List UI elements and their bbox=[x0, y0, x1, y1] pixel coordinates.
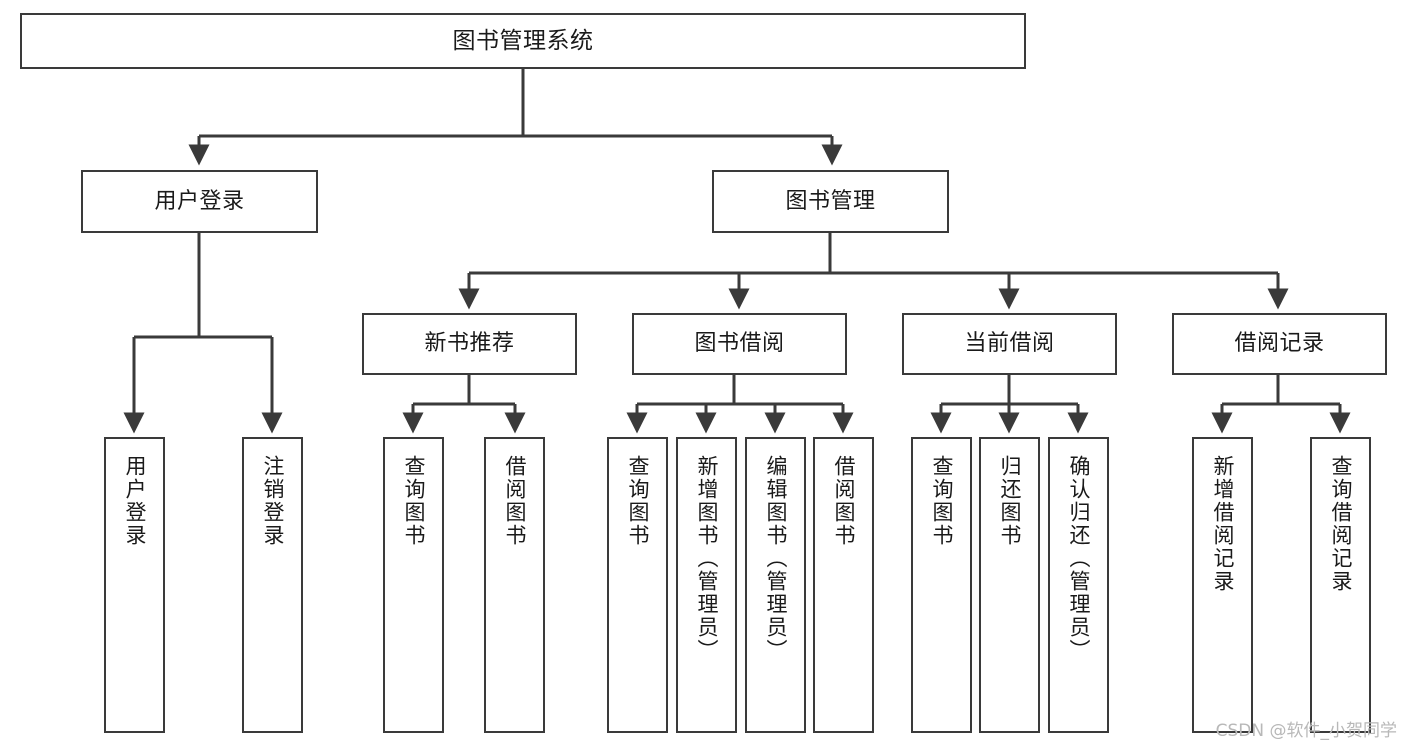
node-book-borrow[interactable]: 图书借阅 bbox=[632, 313, 847, 375]
node-new-book-recommend[interactable]: 新书推荐 bbox=[362, 313, 577, 375]
leaf-borrow-record-add[interactable]: 新增借阅记录 bbox=[1192, 437, 1253, 733]
node-label: 图书借阅 bbox=[694, 331, 785, 357]
node-current-borrow[interactable]: 当前借阅 bbox=[902, 313, 1117, 375]
node-label: 编辑图书（管理员） bbox=[764, 455, 788, 662]
leaf-book-borrow-borrow[interactable]: 借阅图书 bbox=[813, 437, 874, 733]
leaf-book-borrow-add-admin[interactable]: 新增图书（管理员） bbox=[676, 437, 737, 733]
node-label: 确认归还（管理员） bbox=[1067, 455, 1091, 662]
leaf-current-borrow-confirm-admin[interactable]: 确认归还（管理员） bbox=[1048, 437, 1109, 733]
csdn-watermark: CSDN @软件_小贺同学 bbox=[1215, 721, 1397, 741]
leaf-book-borrow-edit-admin[interactable]: 编辑图书（管理员） bbox=[745, 437, 806, 733]
node-label: 查询借阅记录 bbox=[1329, 455, 1353, 593]
node-label: 借阅图书 bbox=[503, 455, 527, 547]
node-label: 用户登录 bbox=[154, 188, 245, 214]
leaf-current-borrow-return[interactable]: 归还图书 bbox=[979, 437, 1040, 733]
node-label: 新书推荐 bbox=[424, 331, 515, 357]
node-label: 查询图书 bbox=[402, 455, 426, 547]
node-label: 新增借阅记录 bbox=[1211, 455, 1235, 593]
node-label: 归还图书 bbox=[998, 455, 1022, 547]
leaf-current-borrow-query[interactable]: 查询图书 bbox=[911, 437, 972, 733]
node-label: 图书管理系统 bbox=[452, 27, 594, 54]
node-label: 当前借阅 bbox=[964, 331, 1055, 357]
leaf-user-login-login[interactable]: 用户登录 bbox=[104, 437, 165, 733]
node-book-management[interactable]: 图书管理 bbox=[712, 170, 949, 233]
node-label: 注销登录 bbox=[261, 455, 285, 547]
node-label: 用户登录 bbox=[123, 455, 147, 547]
leaf-borrow-record-query[interactable]: 查询借阅记录 bbox=[1310, 437, 1371, 733]
leaf-user-login-logout[interactable]: 注销登录 bbox=[242, 437, 303, 733]
node-label: 图书管理 bbox=[785, 188, 876, 214]
node-borrow-record[interactable]: 借阅记录 bbox=[1172, 313, 1387, 375]
leaf-new-book-borrow[interactable]: 借阅图书 bbox=[484, 437, 545, 733]
node-root-book-management-system[interactable]: 图书管理系统 bbox=[20, 13, 1026, 69]
node-label: 新增图书（管理员） bbox=[695, 455, 719, 662]
node-label: 借阅图书 bbox=[832, 455, 856, 547]
leaf-new-book-query[interactable]: 查询图书 bbox=[383, 437, 444, 733]
node-label: 查询图书 bbox=[930, 455, 954, 547]
node-user-login[interactable]: 用户登录 bbox=[81, 170, 318, 233]
node-label: 查询图书 bbox=[626, 455, 650, 547]
node-label: 借阅记录 bbox=[1234, 331, 1325, 357]
leaf-book-borrow-query[interactable]: 查询图书 bbox=[607, 437, 668, 733]
